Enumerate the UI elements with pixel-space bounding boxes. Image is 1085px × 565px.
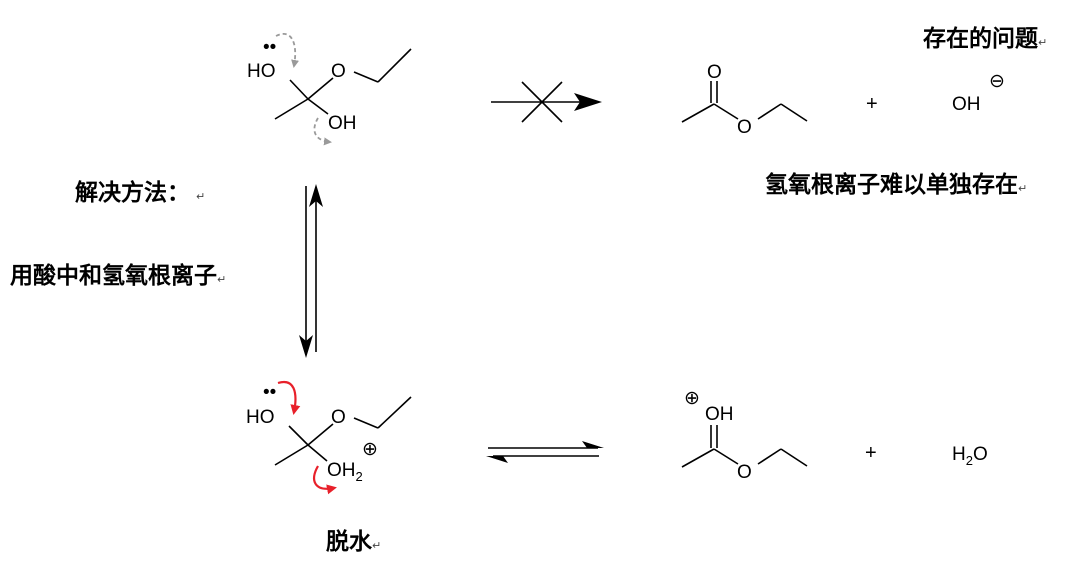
bond-methyl-c-bottom — [681, 448, 715, 468]
bottom-protonated-ester-molecule: ⊕ OH O — [681, 388, 808, 483]
bottom-positive-charge-icon: ⊕ — [362, 439, 378, 460]
bond-oester-ch2 — [757, 103, 782, 120]
ester-positive-charge-icon: ⊕ — [684, 388, 700, 409]
oh2-sub: 2 — [356, 469, 363, 484]
oh2-h: H — [342, 460, 356, 481]
curved-arrow-red-lone-pair-icon — [277, 380, 301, 415]
bond-c-oester — [713, 103, 739, 120]
paragraph-mark-3: ↵ — [196, 190, 205, 203]
bond-ho-c — [289, 79, 309, 100]
bond-ch2-ch3 — [377, 48, 412, 83]
bottom-protonated-hydrate-molecule: HO •• O OH2 ⊕ — [246, 380, 412, 495]
bottom-ester-o-label: O — [737, 462, 752, 483]
bond-oester-ch2-bottom — [757, 448, 782, 465]
dehydration-label: 脱水↵ — [326, 528, 381, 555]
horizontal-equilibrium-arrow-icon — [486, 441, 604, 463]
top-carbonyl-o-label: O — [707, 62, 722, 83]
top-ester-o-label: O — [737, 117, 752, 138]
water-o: O — [973, 444, 988, 465]
curved-arrow-leaving-icon — [313, 117, 332, 146]
water-label: H2O — [952, 444, 988, 468]
bond-o-ch2 — [353, 71, 379, 83]
water-h: H — [952, 444, 966, 465]
solution-note: 用酸中和氢氧根离子↵ — [10, 262, 226, 289]
paragraph-mark-1: ↵ — [1038, 36, 1047, 49]
bottom-lone-pair: •• — [263, 382, 276, 403]
negative-charge-icon: ⊖ — [989, 71, 1005, 92]
solution-heading: 解决方法： ↵ — [75, 179, 205, 206]
problem-note: 存在的问题↵ — [923, 25, 1047, 52]
oh2-label: OH2 — [327, 460, 363, 484]
blocked-reaction-arrow-icon — [491, 81, 602, 123]
paragraph-mark-4: ↵ — [217, 273, 226, 286]
bond-ch2-ch3-ester — [780, 103, 808, 122]
bond-o-ch2-bottom — [353, 417, 379, 429]
paragraph-mark-2: ↵ — [1018, 182, 1027, 195]
bond-c-o — [307, 77, 334, 100]
top-lone-pair: •• — [263, 37, 276, 58]
top-hydrate-molecule: HO •• O OH — [247, 33, 412, 146]
dehydration-text: 脱水 — [326, 528, 373, 555]
water-sub: 2 — [966, 453, 973, 468]
vertical-equilibrium-arrow-icon — [299, 184, 323, 358]
bond-c-oester-bottom — [713, 448, 739, 465]
hydroxide-label: OH — [952, 94, 981, 115]
bond-c-o-bottom — [307, 423, 334, 446]
solution-heading-text: 解决方法： — [75, 179, 190, 206]
top-ester-molecule: O O — [681, 62, 808, 138]
bottom-ether-o-label: O — [331, 407, 346, 428]
hydroxide-unstable-text: 氢氧根离子难以单独存在 — [765, 171, 1018, 198]
paragraph-mark-5: ↵ — [372, 539, 381, 552]
bond-ch2-ch3-ester-bottom — [780, 448, 808, 467]
problem-note-text: 存在的问题 — [923, 25, 1038, 52]
bond-methyl-c — [681, 103, 715, 123]
oh2-o: O — [327, 460, 342, 481]
top-plus-sign: + — [866, 93, 878, 115]
top-ho-label: HO — [247, 61, 276, 82]
bond-ch2-ch3-bottom — [377, 396, 412, 429]
bond-c-methyl-bottom — [274, 444, 309, 466]
hydroxide-unstable-note: 氢氧根离子难以单独存在↵ — [765, 171, 1027, 198]
top-ether-o-label: O — [331, 61, 346, 82]
bond-c-methyl — [274, 98, 309, 120]
top-oh-label: OH — [328, 113, 357, 134]
curved-arrow-red-leaving-icon — [313, 465, 337, 495]
curved-arrow-lone-pair-icon — [275, 33, 300, 68]
bond-c-oh2-bottom — [307, 444, 328, 462]
solution-note-text: 用酸中和氢氧根离子 — [10, 262, 217, 289]
ester-oh-label: OH — [705, 404, 734, 425]
bond-c-oh — [307, 98, 329, 115]
bottom-plus-sign: + — [865, 442, 877, 464]
bottom-ho-label: HO — [246, 407, 275, 428]
bond-ho-c-bottom — [288, 425, 309, 446]
